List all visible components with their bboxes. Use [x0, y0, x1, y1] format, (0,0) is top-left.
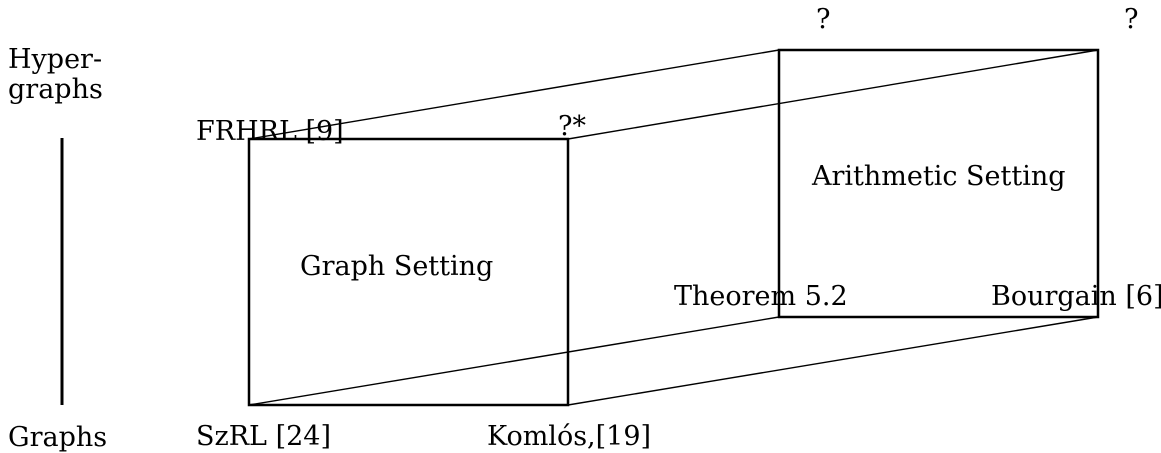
- open-question-star-label: ?*: [558, 111, 586, 142]
- arithmetic-setting-title: Arithmetic Setting: [812, 161, 1066, 192]
- edge-top-left: [248, 49, 780, 140]
- frhrl-label: FRHRL [9]: [196, 116, 344, 147]
- edge-bottom-right: [567, 316, 1099, 406]
- theorem-label: Theorem 5.2: [674, 281, 848, 312]
- szrl-label: SzRL [24]: [196, 421, 331, 452]
- hypergraphs-label-line1: Hyper-: [8, 44, 103, 75]
- hypergraphs-label-line2: graphs: [8, 74, 103, 105]
- bourgain-label: Bourgain [6]: [991, 281, 1161, 312]
- arithmetic-setting-box: [777, 48, 1100, 319]
- graph-setting-title: Graph Setting: [300, 251, 494, 282]
- hypergraphs-label: Hyper- graphs: [8, 45, 103, 105]
- graphs-label: Graphs: [8, 422, 108, 453]
- edge-bottom-left: [248, 316, 780, 406]
- komlos-label: Komlós,[19]: [487, 421, 652, 452]
- open-question-top-right-label: ?: [1124, 4, 1139, 35]
- edge-top-right: [567, 49, 1099, 140]
- open-question-top-left-label: ?: [816, 4, 831, 35]
- graph-setting-box: [247, 137, 570, 407]
